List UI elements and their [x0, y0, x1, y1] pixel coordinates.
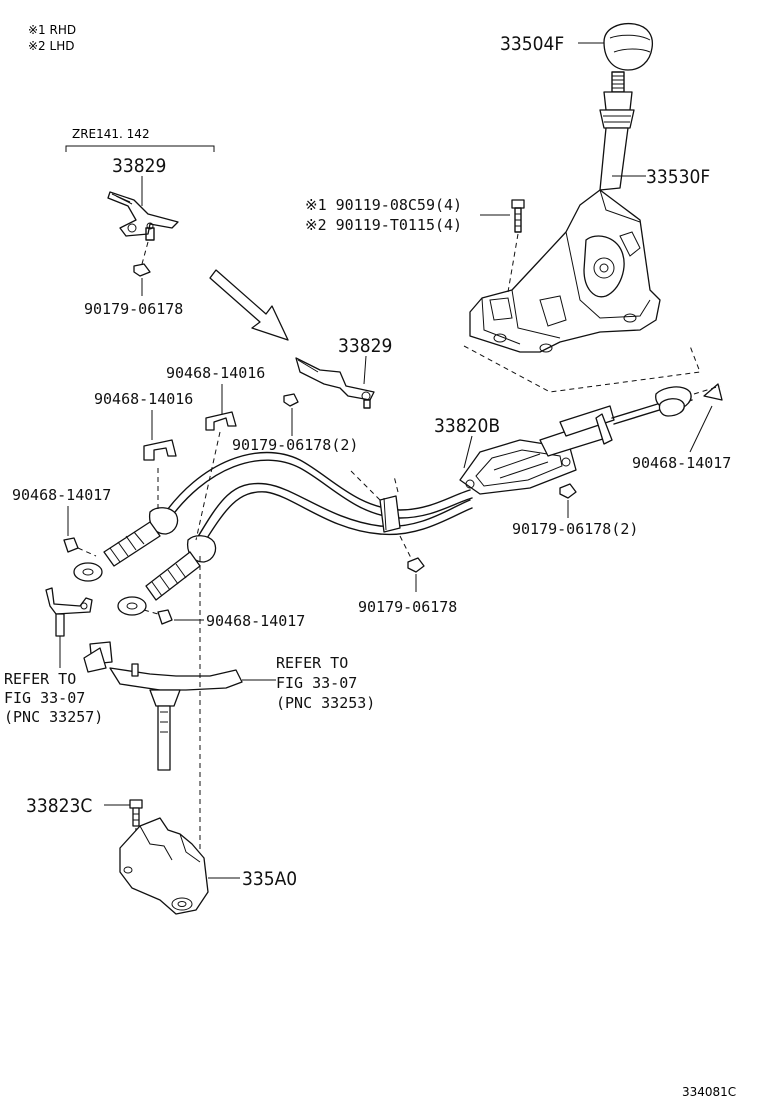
- nut-low-label: 90179-06178: [358, 598, 457, 616]
- bolt-bottom[interactable]: [129, 799, 143, 827]
- bracket-bottom[interactable]: [119, 817, 209, 915]
- nut-right[interactable]: [559, 483, 577, 499]
- refer-left-line3: (PNC 33257): [4, 708, 103, 726]
- bolt-bottom-label: 33823C: [26, 795, 92, 817]
- clip-right-dash: [693, 385, 721, 395]
- variant-label: ZRE141. 142: [72, 127, 150, 141]
- cable-label: 33820B: [434, 415, 500, 437]
- nut-mid[interactable]: [283, 393, 299, 407]
- cable-dash-1: [349, 469, 381, 501]
- clip-right-label: 90468-14017: [632, 454, 731, 472]
- bracket-mid-leader: [363, 355, 367, 385]
- figure-id: 334081C: [682, 1085, 736, 1099]
- note-rhd: ※1 RHD: [28, 23, 76, 37]
- nut-mid-label: 90179-06178(2): [232, 436, 358, 454]
- refer-right-line3: (PNC 33253): [276, 694, 375, 712]
- clip-a-dash: [195, 431, 221, 541]
- bracket-bottom-label: 335A0: [242, 868, 297, 890]
- bracket-top[interactable]: [107, 191, 179, 241]
- clip-low-dash: [143, 609, 159, 615]
- note-lhd: ※2 LHD: [28, 39, 74, 53]
- nut-right-label: 90179-06178(2): [512, 520, 638, 538]
- clip-left[interactable]: [63, 537, 79, 553]
- clip-low-label: 90468-14017: [206, 612, 305, 630]
- shift-knob[interactable]: [603, 22, 654, 71]
- clip-left-dash: [77, 547, 97, 557]
- clip-b[interactable]: [143, 439, 177, 461]
- housing-outline: [463, 345, 701, 393]
- bracket-mid-label: 33829: [338, 335, 392, 357]
- nut-top[interactable]: [133, 263, 151, 277]
- clip-right[interactable]: [703, 383, 723, 401]
- clip-right-leader: [689, 405, 713, 453]
- shift-lever-shaft[interactable]: [83, 641, 243, 771]
- clip-a-label: 90468-14016: [166, 364, 265, 382]
- variant-bracket: [65, 145, 215, 152]
- cable-dash-3: [393, 475, 399, 493]
- refer-left-line1: REFER TO: [4, 670, 76, 688]
- clip-low[interactable]: [157, 609, 173, 625]
- shift-lever-assembly[interactable]: [469, 71, 661, 353]
- refer-left-line2: FIG 33-07: [4, 689, 85, 707]
- housing-bolt[interactable]: [511, 199, 525, 233]
- clip-a[interactable]: [205, 411, 237, 431]
- bracket-top-label: 33829: [112, 155, 166, 177]
- nut-top-label: 90179-06178: [84, 300, 183, 318]
- clip-b-label: 90468-14016: [94, 390, 193, 408]
- bolt-lhd-label: ※2 90119-T0115(4): [305, 216, 462, 234]
- bracket-top-dash: [141, 241, 149, 265]
- nut-low[interactable]: [407, 557, 425, 573]
- bolt-rhd-label: ※1 90119-08C59(4): [305, 196, 462, 214]
- clip-left-label: 90468-14017: [12, 486, 111, 504]
- shift-cable-assembly[interactable]: [73, 386, 693, 616]
- knob-label: 33504F: [500, 33, 564, 55]
- refer-right-line2: FIG 33-07: [276, 674, 357, 692]
- cable-dash-2: [399, 535, 413, 561]
- cable-leader: [463, 435, 473, 469]
- direction-arrow: [209, 269, 289, 341]
- bracket-mid[interactable]: [295, 357, 375, 409]
- bolt-dash: [507, 233, 519, 293]
- select-lever-left[interactable]: [45, 587, 93, 637]
- refer-right-line1: REFER TO: [276, 654, 348, 672]
- lever-label: 33530F: [646, 166, 710, 188]
